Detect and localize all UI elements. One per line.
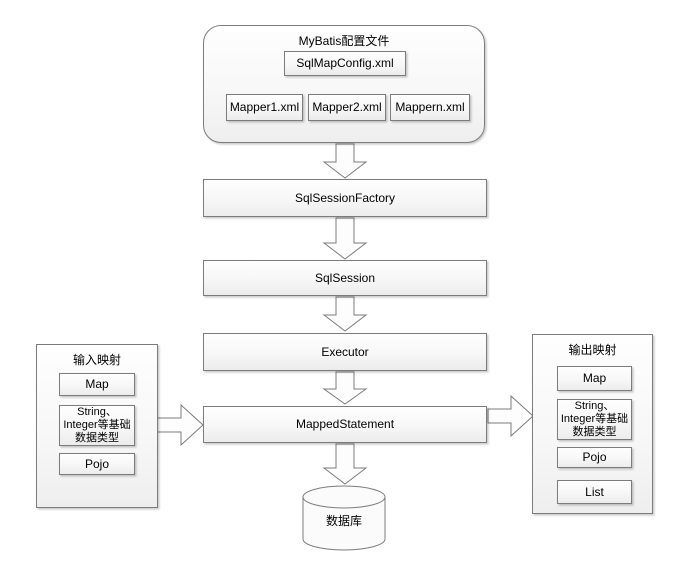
input-panel-title: 输入映射 <box>72 353 121 367</box>
input-item-pojo: Pojo <box>59 453 135 475</box>
node-sqlsession: SqlSession <box>203 260 487 296</box>
node-mapper2: Mapper2.xml <box>308 94 386 121</box>
arrow-mappedstatement-to-output <box>487 394 534 438</box>
node-sqlmapconfig: SqlMapConfig.xml <box>284 51 406 76</box>
arrow-input-to-mappedstatement <box>156 403 204 447</box>
arrow-sqlsession-to-executor <box>322 296 368 332</box>
arrow-config-to-sqlsessionfactory <box>322 143 368 179</box>
output-item-map: Map <box>557 366 632 391</box>
node-executor: Executor <box>203 333 487 371</box>
output-item-pojo: Pojo <box>557 447 632 468</box>
output-item-list: List <box>557 480 632 504</box>
input-item-basic-types: String、 Integer等基础 数据类型 <box>59 405 135 446</box>
database-label: 数据库 <box>325 514 362 528</box>
output-item-basic-types: String、 Integer等基础 数据类型 <box>557 399 632 440</box>
input-mapping-panel: 输入映射 Map String、 Integer等基础 数据类型 Pojo <box>36 344 158 508</box>
arrow-executor-to-mappedstatement <box>322 371 368 405</box>
arrow-mappedstatement-to-database <box>322 443 368 485</box>
node-mapper1: Mapper1.xml <box>226 94 303 121</box>
config-files-group: MyBatis配置文件 SqlMapConfig.xml Mapper1.xml… <box>203 25 485 143</box>
node-mappedstatement: MappedStatement <box>203 406 487 443</box>
arrow-sqlsessionfactory-to-sqlsession <box>322 217 368 260</box>
input-item-map: Map <box>59 373 135 396</box>
node-mappern: Mappern.xml <box>390 94 470 121</box>
config-group-title: MyBatis配置文件 <box>298 34 390 48</box>
output-mapping-panel: 输出映射 Map String、 Integer等基础 数据类型 Pojo Li… <box>532 334 653 514</box>
output-panel-title: 输出映射 <box>568 343 617 357</box>
node-sqlsessionfactory: SqlSessionFactory <box>203 179 487 217</box>
